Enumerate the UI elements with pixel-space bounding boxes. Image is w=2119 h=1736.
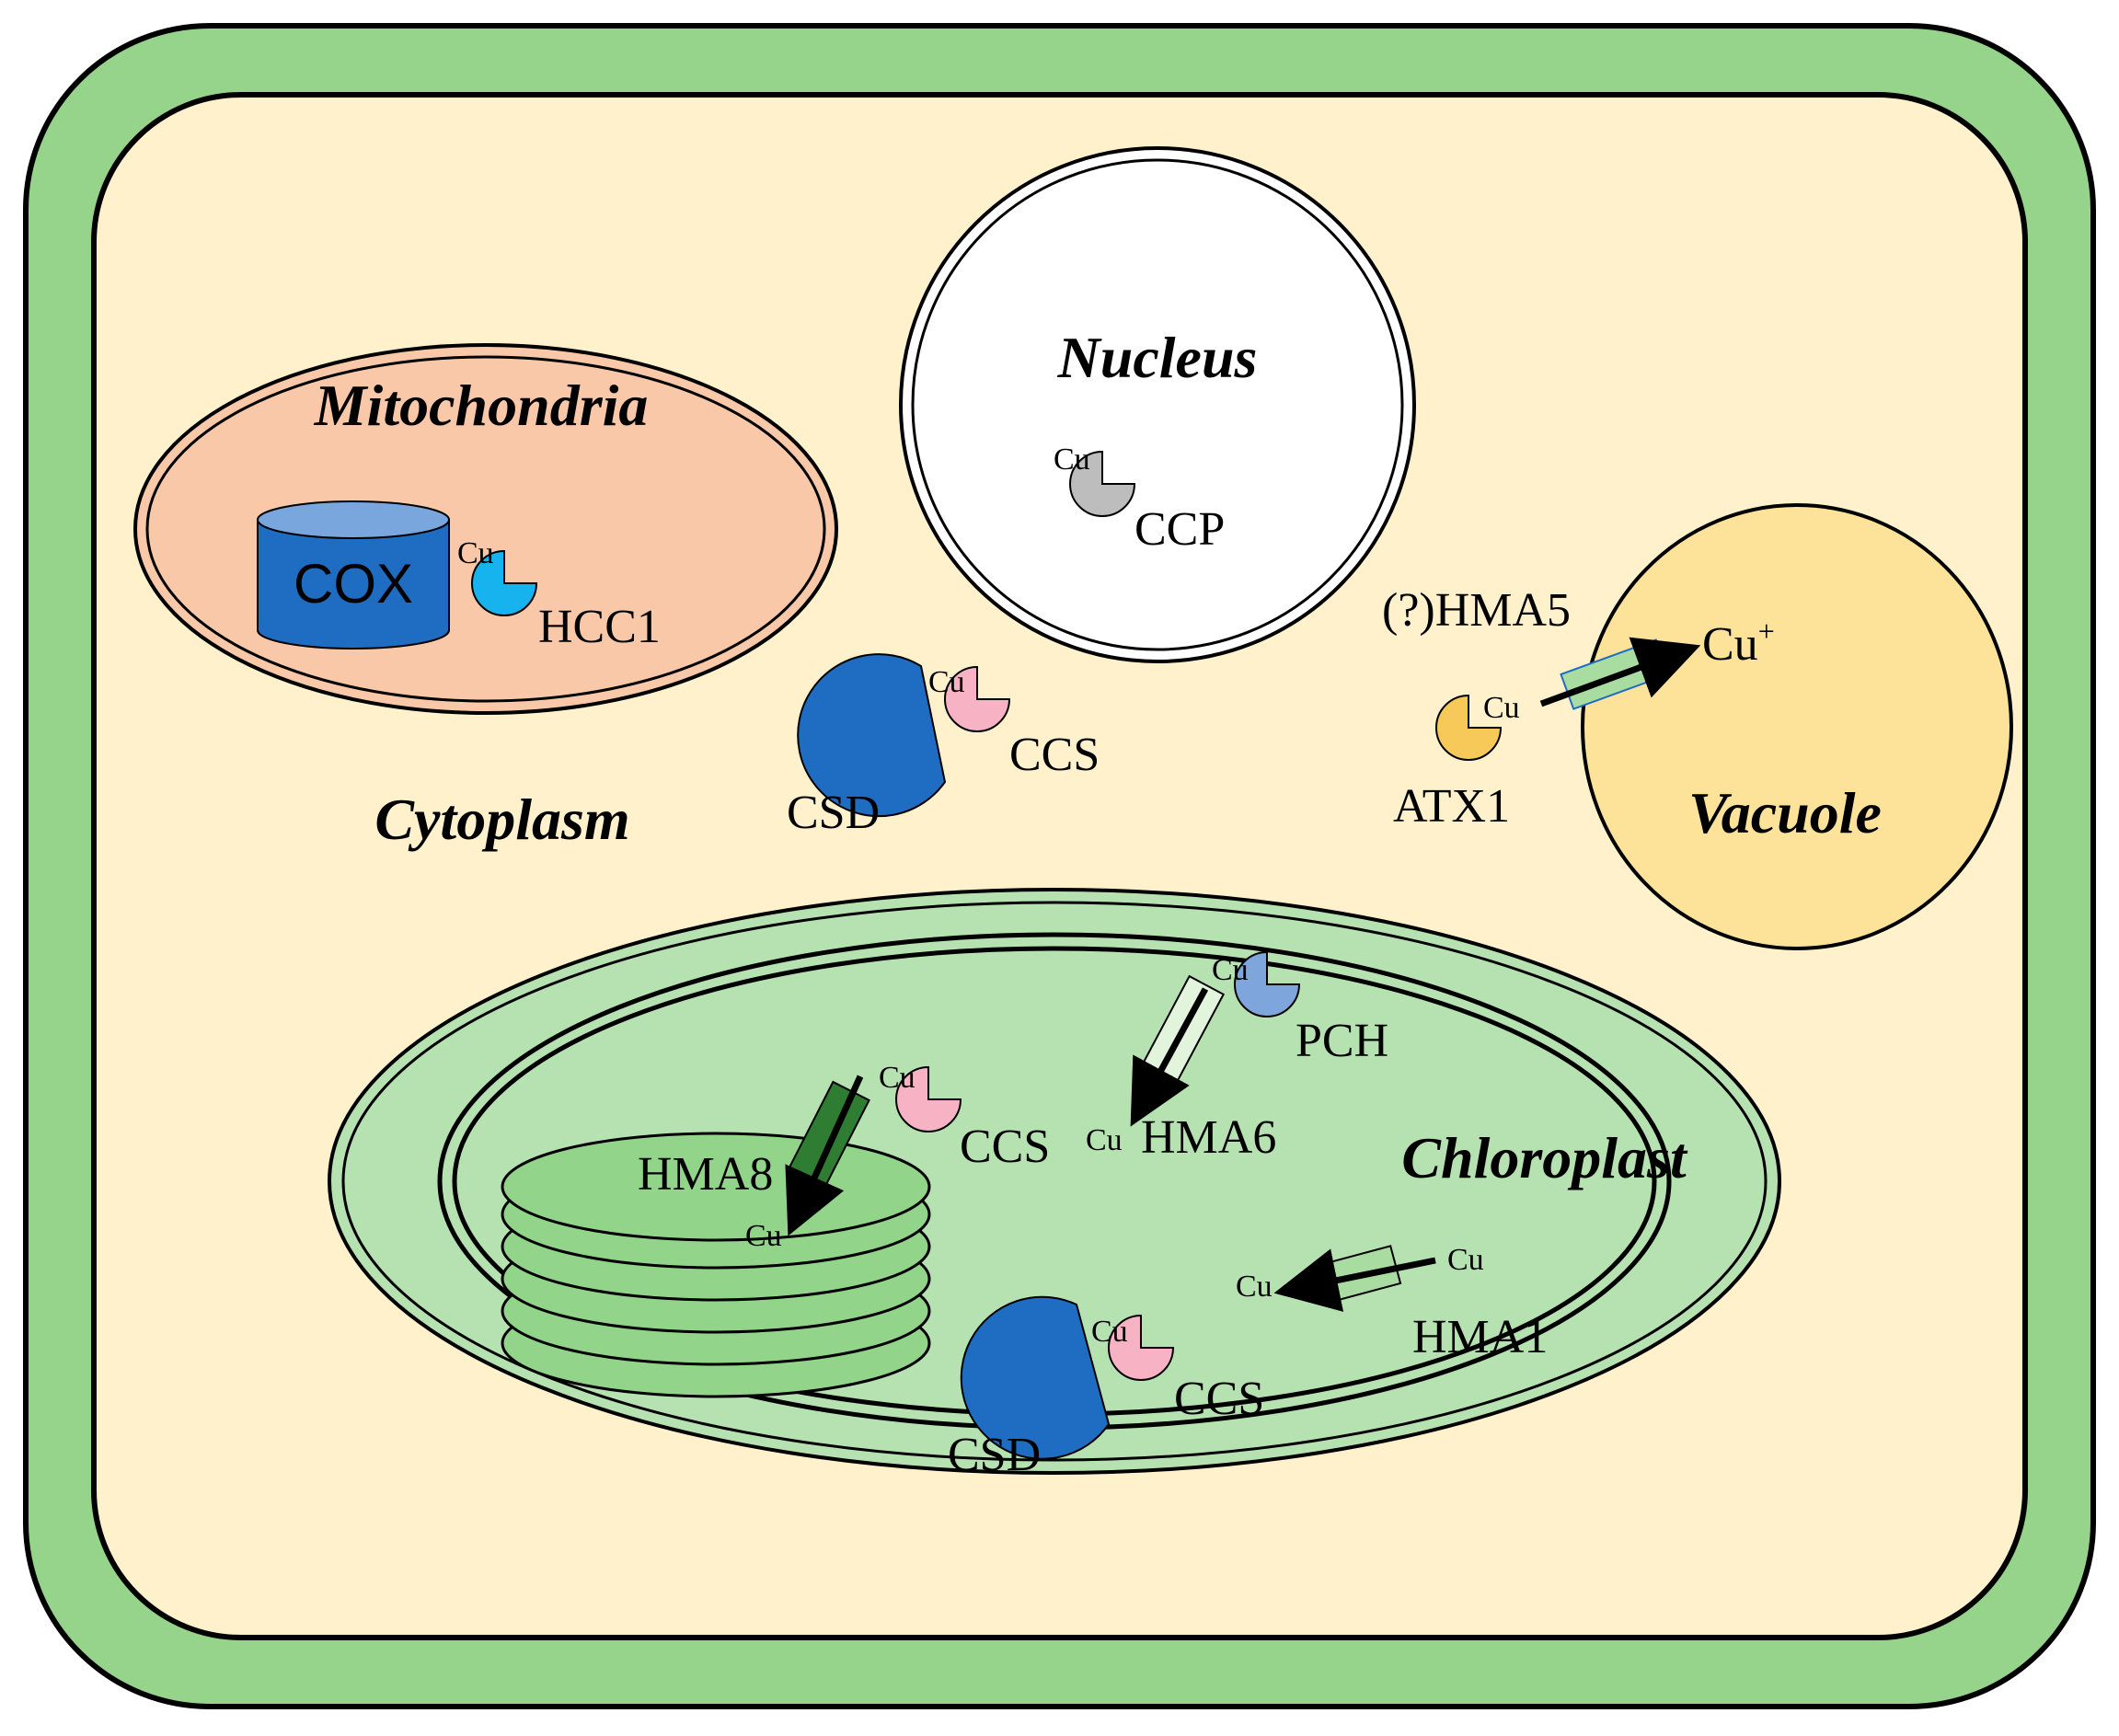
cox-label: COX: [294, 553, 413, 615]
hma1-label: HMA1: [1412, 1311, 1548, 1363]
ccs-chloroplast-bottom-cu-label: Cu: [1091, 1315, 1128, 1349]
hma8-transport-arrow: [785, 1075, 864, 1236]
ccs-cytoplasm-icon: [944, 665, 1011, 732]
chloroplast-label: Chloroplast: [1401, 1125, 1688, 1190]
csd-chloroplast-label: CSD: [948, 1429, 1041, 1481]
nucleus-label: Nucleus: [1057, 325, 1258, 390]
hma5-label: (?)HMA5: [1382, 584, 1571, 637]
ccs-cytoplasm-cu-label: Cu: [928, 665, 965, 699]
vacuole-label: Vacuole: [1688, 780, 1882, 845]
atx1-cu-label: Cu: [1483, 691, 1520, 725]
ccs-cytoplasm-label: CCS: [1009, 729, 1100, 781]
hma1-transport-arrow: [1273, 1248, 1436, 1312]
hcc1-label: HCC1: [538, 601, 661, 653]
hcc1-chaperone-icon: [471, 549, 538, 616]
hma6-transport-arrow: [1130, 987, 1209, 1127]
ccs-chloroplast-bottom-label: CCS: [1174, 1373, 1264, 1425]
hma1-cu-product: Cu: [1236, 1270, 1273, 1304]
ccs-chloroplast-top-label: CCS: [960, 1121, 1050, 1173]
ccs-chloroplast-bottom-icon: [1108, 1314, 1175, 1381]
csd-cytoplasm-icon: [797, 653, 947, 818]
atx1-chaperone-icon: [1435, 694, 1503, 761]
csd-chloroplast-icon: [960, 1295, 1111, 1460]
cytoplasm-label: Cytoplasm: [374, 787, 629, 852]
hma1-cu-substrate: Cu: [1447, 1243, 1484, 1277]
ccp-chaperone-icon: [1069, 450, 1136, 517]
hma8-label: HMA8: [638, 1148, 773, 1201]
nucleus: [899, 146, 1416, 663]
vacuole-cu-ion: Cu+: [1702, 615, 1775, 671]
vacuole: [1581, 503, 2013, 950]
hma6-label: HMA6: [1141, 1111, 1276, 1164]
hcc1-cu-label: Cu: [457, 536, 494, 570]
ccs-chloroplast-top-cu-label: Cu: [879, 1061, 916, 1095]
hma5-transport-arrow: [1539, 637, 1701, 707]
hma8-cu-product: Cu: [745, 1219, 782, 1253]
pch-chaperone-icon: [1234, 950, 1301, 1017]
cox-complex: [257, 500, 450, 650]
mitochondria-label: Mitochondria: [314, 373, 649, 438]
csd-cytoplasm-label: CSD: [787, 787, 880, 839]
ccp-cu-label: Cu: [1054, 443, 1090, 477]
hma6-cu-product: Cu: [1086, 1123, 1123, 1157]
atx1-label: ATX1: [1393, 780, 1510, 833]
pch-cu-label: Cu: [1212, 953, 1249, 987]
ccp-label: CCP: [1134, 503, 1225, 556]
pch-label: PCH: [1296, 1015, 1388, 1067]
ccs-chloroplast-top-icon: [895, 1065, 962, 1132]
